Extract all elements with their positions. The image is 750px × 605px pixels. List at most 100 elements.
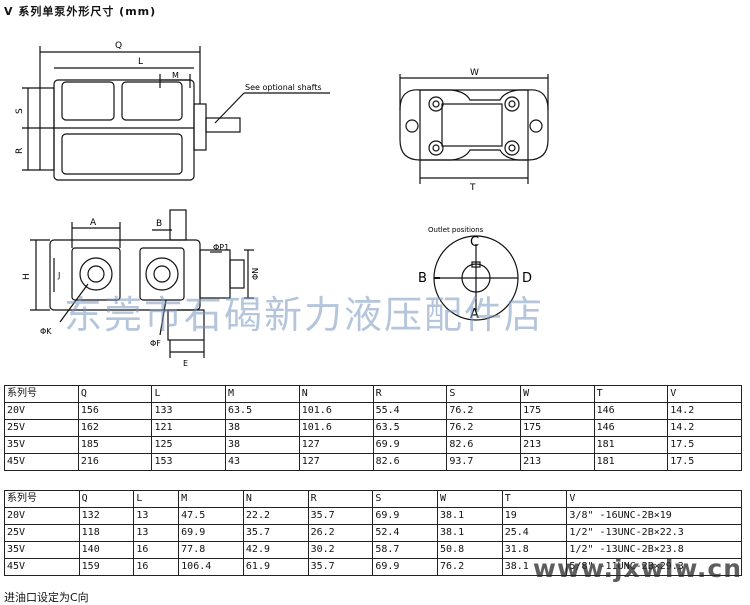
table-cell: 162 xyxy=(77,419,153,437)
table-header-cell: Q xyxy=(77,385,153,403)
table-cell: 38 xyxy=(225,419,300,437)
dim-p1-label: ΦP1 xyxy=(213,243,229,252)
table-cell: 20V xyxy=(4,507,80,525)
table-cell: 185 xyxy=(77,436,153,454)
table-cell: 127 xyxy=(298,436,374,454)
table-cell: 20V xyxy=(4,402,79,420)
side-flange xyxy=(39,87,55,171)
shafts-note: See optional shafts xyxy=(245,83,322,92)
table-cell: 25.4 xyxy=(501,524,568,542)
table-cell: 25V xyxy=(4,419,79,437)
dim-k-label: ΦK xyxy=(40,327,52,336)
table-header-cell: R xyxy=(372,385,448,403)
table-header-cell: V xyxy=(566,490,742,508)
dim-r-label: R xyxy=(15,148,25,154)
table-cell: 121 xyxy=(151,419,227,437)
page-title: V 系列单泵外形尺寸 (mm) xyxy=(4,5,157,18)
table-cell: 181 xyxy=(593,436,669,454)
outlet-d-label: D xyxy=(522,271,532,286)
table-cell: 3/8" -16UNC-2B×19 xyxy=(566,507,742,525)
table-cell: 42.9 xyxy=(242,541,309,559)
table-cell: 25V xyxy=(4,524,80,542)
table-cell: 61.9 xyxy=(242,558,309,576)
table-cell: 22.2 xyxy=(242,507,309,525)
table-cell: 38 xyxy=(225,436,300,454)
table-cell: 35.7 xyxy=(242,524,309,542)
table-cell: 38.1 xyxy=(437,524,503,542)
dim-t-label: T xyxy=(469,183,476,193)
table-cell: 16 xyxy=(133,541,180,559)
dim-a-label: A xyxy=(90,218,97,228)
table-cell: 1/2" -13UNC-2B×22.3 xyxy=(566,524,742,542)
table-header-cell: W xyxy=(437,490,503,508)
dim-j-label: J xyxy=(57,271,60,280)
dim-n-label: ΦN xyxy=(251,268,260,280)
dim-q-label: Q xyxy=(115,41,122,51)
table-cell: 76.2 xyxy=(446,402,522,420)
table-header-cell: V xyxy=(667,385,742,403)
side-body xyxy=(53,79,195,181)
front-flange xyxy=(399,89,549,161)
table-cell: 146 xyxy=(593,419,669,437)
dim-e-label: E xyxy=(183,359,188,368)
table-cell: 101.6 xyxy=(298,419,374,437)
table-cell: 63.5 xyxy=(372,419,448,437)
table-cell: 17.5 xyxy=(667,436,742,454)
table-cell: 38.1 xyxy=(437,507,503,525)
table-cell: 69.9 xyxy=(372,507,439,525)
table-cell: 76.2 xyxy=(446,419,522,437)
table-cell: 76.2 xyxy=(437,558,503,576)
table-cell: 101.6 xyxy=(298,402,374,420)
table-cell: 30.2 xyxy=(307,541,374,559)
table-header-cell: N xyxy=(242,490,309,508)
table-cell: 55.4 xyxy=(372,402,448,420)
table-cell: 63.5 xyxy=(225,402,300,420)
table-cell: 175 xyxy=(520,402,595,420)
table-cell: 13 xyxy=(133,507,180,525)
table-header-cell: S xyxy=(372,490,439,508)
table-cell: 14.2 xyxy=(667,402,742,420)
table-cell: 35.7 xyxy=(307,507,374,525)
table-cell: 146 xyxy=(593,402,669,420)
table-header-cell: S xyxy=(446,385,522,403)
table-header-cell: M xyxy=(225,385,300,403)
table-cell: 35V xyxy=(4,541,80,559)
table-header-cell: Q xyxy=(78,490,135,508)
table-cell: 181 xyxy=(593,453,669,471)
shaft xyxy=(205,117,241,133)
table-cell: 43 xyxy=(225,453,300,471)
outlet-b-label: B xyxy=(418,271,427,286)
table-header-cell: T xyxy=(501,490,568,508)
table-header-cell: L xyxy=(133,490,180,508)
table-cell: 69.9 xyxy=(372,436,448,454)
table-cell: 153 xyxy=(151,453,227,471)
table-cell: 213 xyxy=(520,453,595,471)
table-cell: 58.7 xyxy=(372,541,439,559)
table-cell: 45V xyxy=(4,558,80,576)
table-cell: 69.9 xyxy=(178,524,244,542)
table-cell: 175 xyxy=(520,419,595,437)
table-header-cell: N xyxy=(298,385,374,403)
outlet-c-label: C xyxy=(470,235,479,250)
table-cell: 213 xyxy=(520,436,595,454)
table-cell: 47.5 xyxy=(178,507,244,525)
table-header-cell: M xyxy=(178,490,244,508)
dim-f-label: ΦF xyxy=(150,339,161,348)
table-cell: 52.4 xyxy=(372,524,439,542)
table-cell: 106.4 xyxy=(178,558,244,576)
table-cell: 125 xyxy=(151,436,227,454)
site-watermark: www.jxwlw.cn xyxy=(532,554,742,583)
dim-w-label: W xyxy=(470,68,479,78)
table-cell: 93.7 xyxy=(446,453,522,471)
dim-s-label: S xyxy=(15,108,25,114)
table-cell: 82.6 xyxy=(446,436,522,454)
table-cell: 17.5 xyxy=(667,453,742,471)
